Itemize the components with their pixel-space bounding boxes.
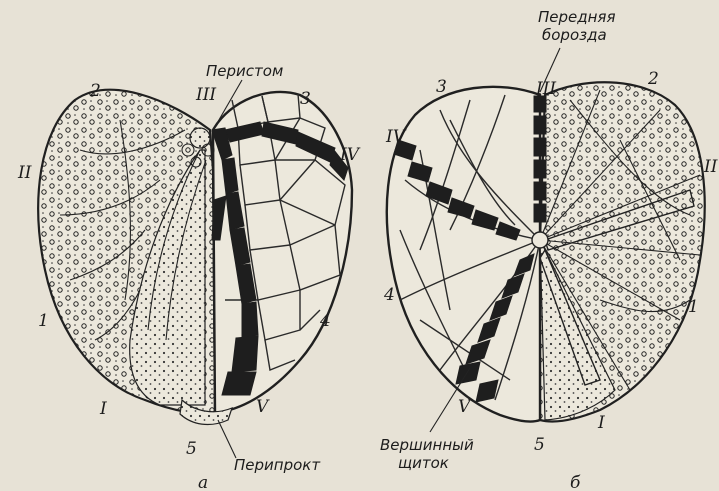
left-number-5: 5 — [186, 439, 197, 459]
right-number-1: 1 — [688, 297, 699, 317]
right-number-4: 4 — [383, 285, 395, 305]
periproct-label: Перипрокт — [234, 456, 321, 474]
left-number-2: 2 — [89, 81, 101, 101]
apical-shield-label-line1: Вершинный — [380, 436, 474, 454]
anterior-groove-label-line1: Передняя — [538, 8, 615, 26]
periproct-leader — [218, 420, 236, 458]
left-number-3: 3 — [300, 89, 311, 109]
apical-disc — [532, 232, 548, 248]
right-roman-III: III — [535, 79, 556, 99]
left-roman-I: I — [99, 399, 107, 419]
right-roman-V: V — [458, 397, 472, 417]
figure-b-aboral-view — [387, 48, 705, 432]
right-roman-IV: IV — [385, 127, 407, 147]
panel-b-label: б — [570, 473, 581, 491]
panel-a-label: а — [198, 473, 208, 491]
figure-a-oral-view — [38, 80, 352, 458]
anterior-groove-label-line2: борозда — [542, 26, 607, 44]
left-roman-III: III — [195, 85, 216, 105]
left-roman-V: V — [256, 397, 270, 417]
right-number-2: 2 — [647, 69, 659, 89]
right-number-3: 3 — [436, 77, 447, 97]
left-roman-II: II — [17, 163, 32, 183]
right-roman-I: I — [597, 413, 605, 433]
left-roman-IV: IV — [339, 145, 361, 165]
left-number-1: 1 — [38, 311, 49, 331]
peristome-label: Перистом — [206, 62, 283, 80]
left-number-4: 4 — [319, 311, 331, 331]
right-number-5: 5 — [534, 435, 545, 455]
right-roman-II: II — [703, 157, 718, 177]
apical-shield-label-line2: щиток — [398, 454, 449, 472]
